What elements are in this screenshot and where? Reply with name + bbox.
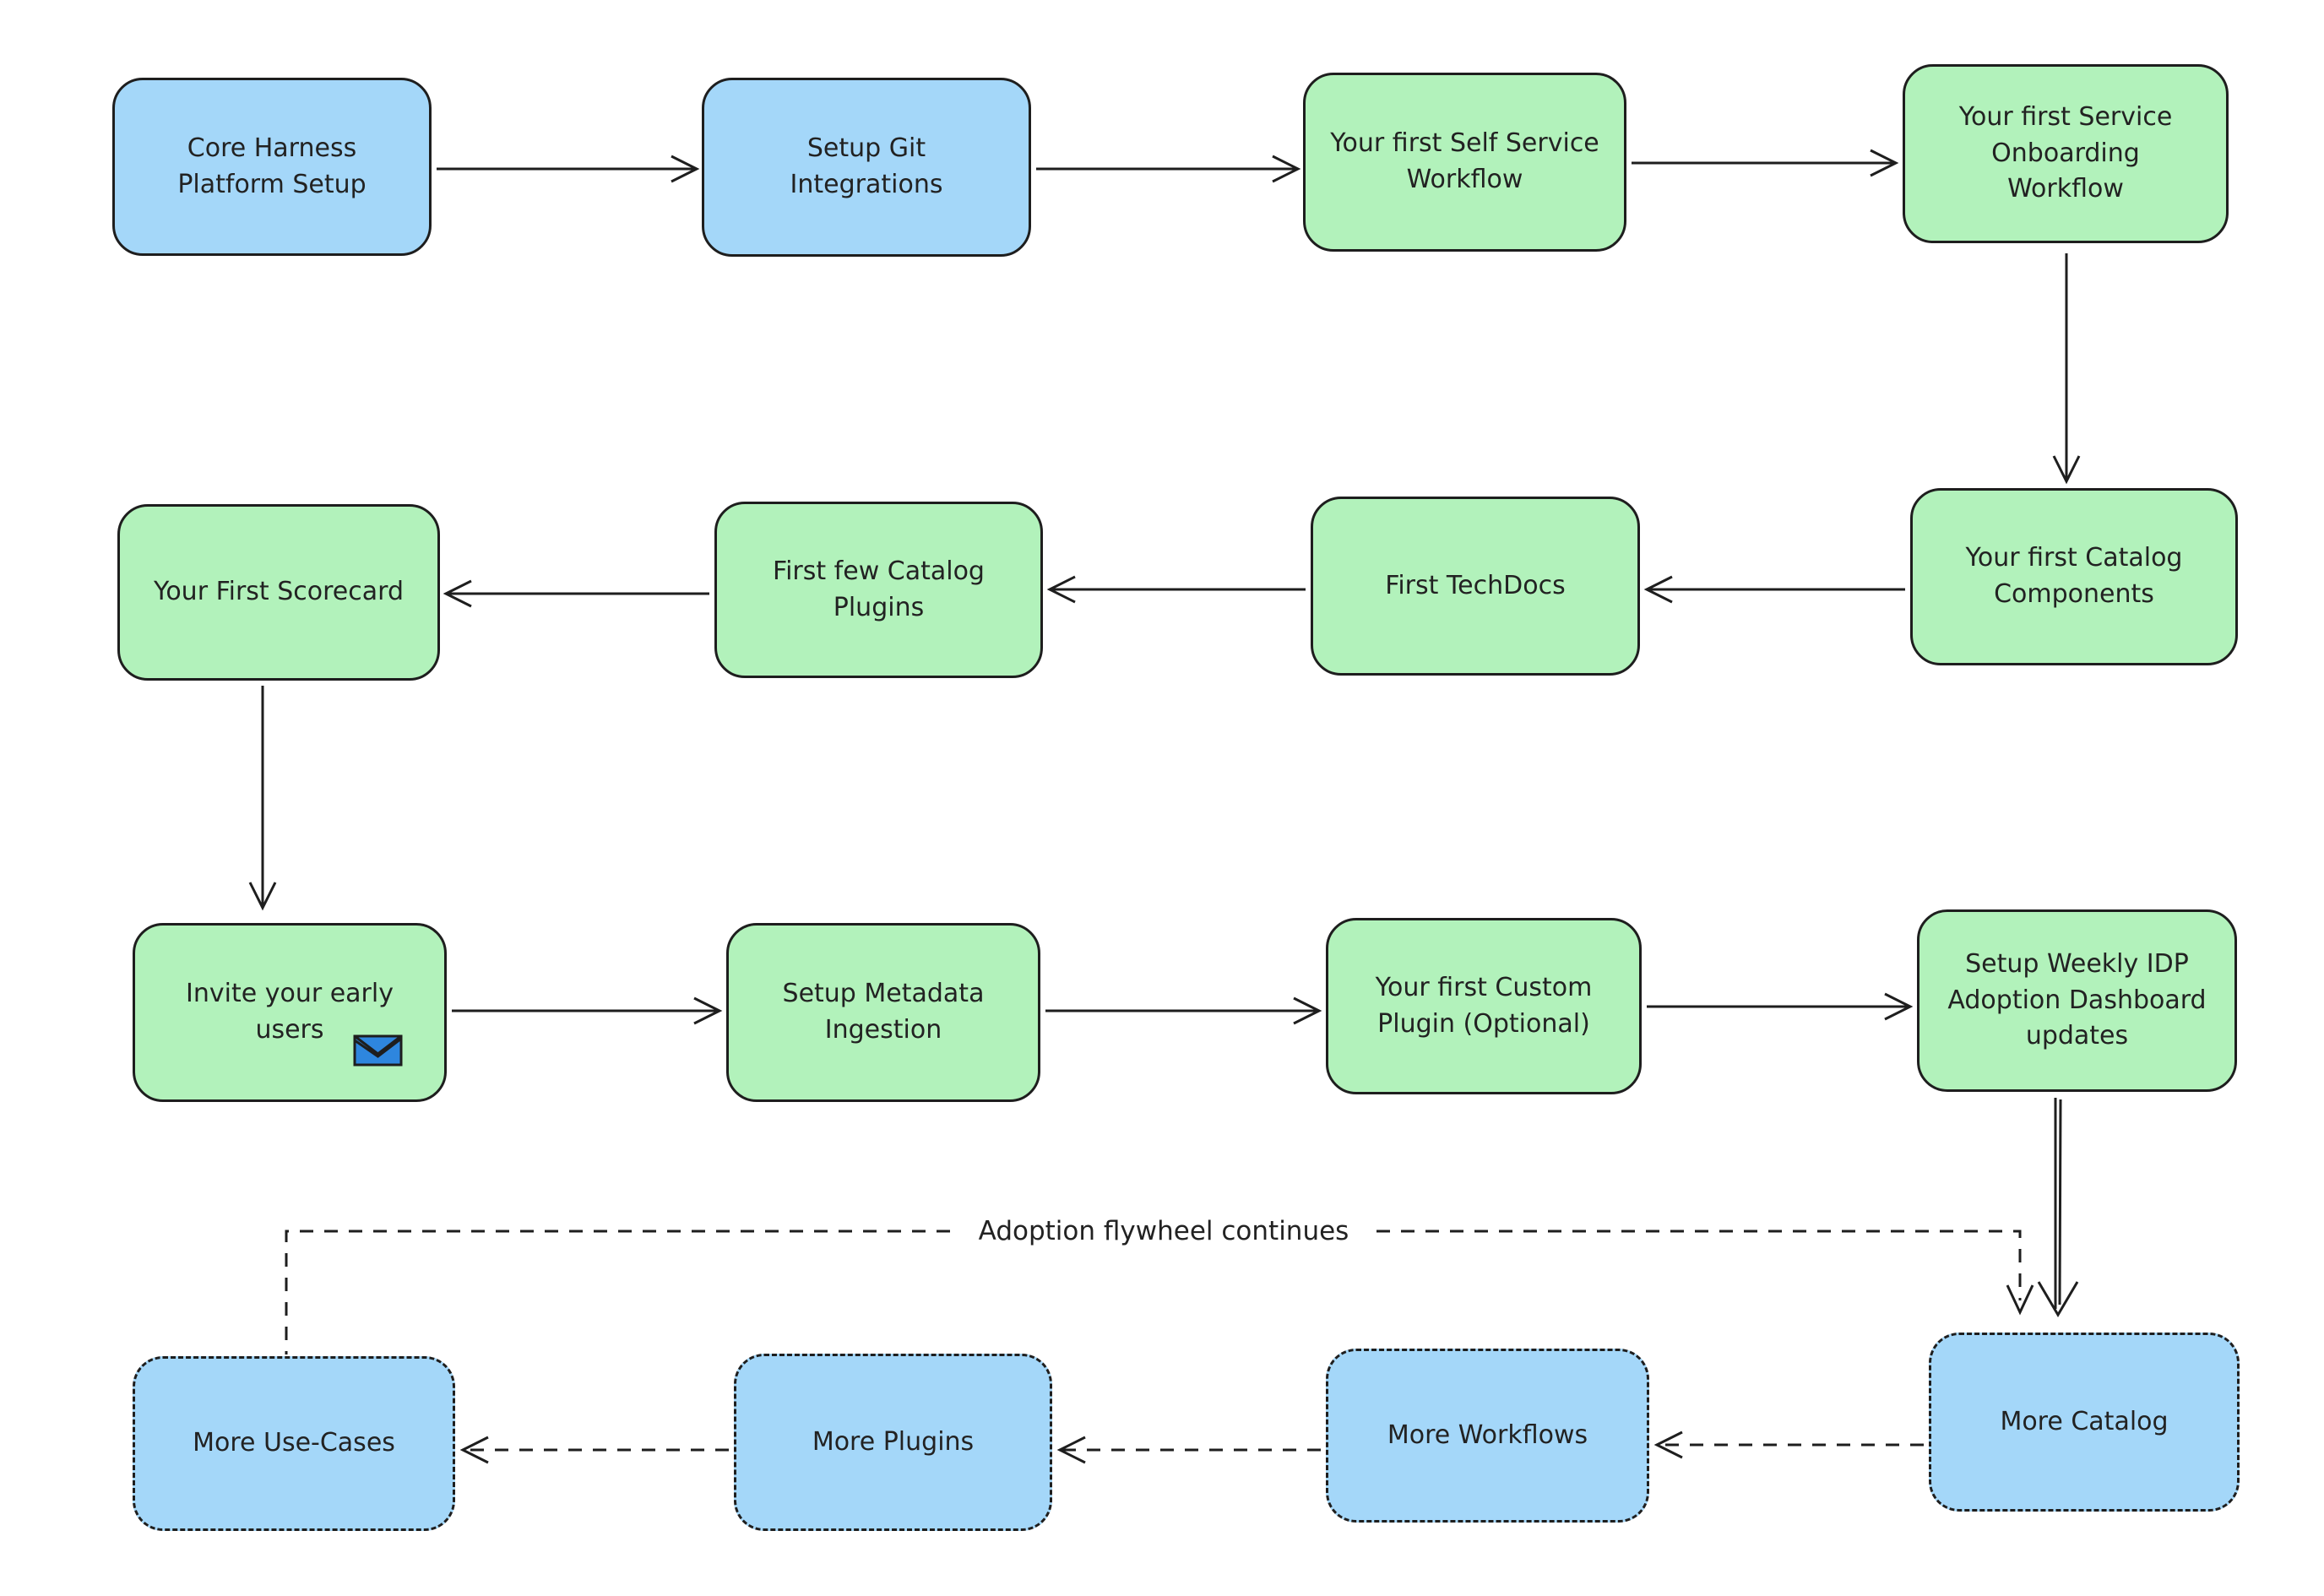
arrowhead-moreworkflows: [1653, 1430, 1683, 1459]
node-more-plugins: More Plugins: [734, 1354, 1052, 1531]
arrowhead-moreusecases: [459, 1436, 489, 1464]
arrow-customplugin-to-dashboard: [1647, 992, 1914, 1021]
node-label: Your First Scorecard: [153, 577, 404, 607]
node-label: More Plugins: [812, 1426, 975, 1457]
node-label: First TechDocs: [1385, 570, 1566, 600]
node-label: Your first Custom Plugin (Optional): [1375, 972, 1593, 1039]
node-label: Invite your early users: [186, 979, 394, 1045]
node-first-few-catalog-plugins: First few Catalog Plugins: [714, 502, 1043, 678]
arrow-selfservice-to-onboarding: [1632, 149, 1899, 177]
arrow-scorecard-to-invite: [248, 686, 277, 911]
node-core-harness-platform-setup: Core Harness Platform Setup: [112, 78, 432, 256]
node-first-service-onboarding-workflow: Your first Service Onboarding Workflow: [1903, 64, 2229, 243]
node-label: Your first Self Service Workflow: [1330, 128, 1599, 194]
node-label: Core Harness Platform Setup: [177, 133, 367, 199]
node-weekly-idp-adoption-dashboard: Setup Weekly IDP Adoption Dashboard upda…: [1917, 909, 2237, 1092]
envelope-icon: [353, 1034, 403, 1067]
node-setup-metadata-ingestion: Setup Metadata Ingestion: [726, 923, 1040, 1102]
node-more-workflows: More Workflows: [1326, 1349, 1649, 1523]
node-label: First few Catalog Plugins: [773, 556, 985, 622]
node-first-self-service-workflow: Your first Self Service Workflow: [1303, 73, 1626, 252]
node-setup-git-integrations: Setup Git Integrations: [702, 78, 1031, 257]
arrow-plugins-to-scorecard: [443, 579, 709, 608]
arrow-dashboard-to-morecatalog: [2037, 1098, 2079, 1317]
node-first-custom-plugin: Your first Custom Plugin (Optional): [1326, 918, 1642, 1094]
node-label: More Workflows: [1387, 1420, 1588, 1450]
arrow-catalog-to-techdocs: [1643, 575, 1905, 604]
node-label: Setup Metadata Ingestion: [782, 979, 985, 1045]
node-more-use-cases: More Use-Cases: [133, 1356, 455, 1531]
arrow-git-to-selfservice: [1036, 155, 1301, 183]
node-label: More Catalog: [2000, 1406, 2169, 1436]
flywheel-label: Adoption flywheel continues: [966, 1216, 1361, 1246]
arrow-invite-to-metadata: [452, 996, 723, 1025]
node-first-scorecard: Your First Scorecard: [117, 504, 440, 681]
node-label: Your first Catalog Components: [1965, 543, 2183, 609]
flywheel-arrowhead: [2006, 1284, 2034, 1316]
node-more-catalog: More Catalog: [1929, 1333, 2240, 1512]
node-first-techdocs: First TechDocs: [1311, 497, 1640, 676]
node-label: More Use-Cases: [193, 1428, 395, 1458]
arrowhead-moreplugins: [1056, 1436, 1086, 1464]
flywheel-dashed-line-right: [1376, 1230, 2022, 1300]
arrow-techdocs-to-plugins: [1046, 575, 1306, 604]
flywheel-dashed-line-left: [285, 1230, 950, 1354]
arrow-onboarding-to-catalog: [2052, 253, 2081, 485]
node-label: Setup Weekly IDP Adoption Dashboard upda…: [1947, 949, 2207, 1051]
node-label: Setup Git Integrations: [790, 133, 943, 199]
arrow-core-to-git: [437, 155, 700, 183]
node-first-catalog-components: Your first Catalog Components: [1910, 488, 2238, 665]
node-invite-early-users: Invite your early users: [133, 923, 447, 1102]
arrow-metadata-to-customplugin: [1045, 996, 1322, 1025]
node-label: Your first Service Onboarding Workflow: [1958, 102, 2173, 204]
